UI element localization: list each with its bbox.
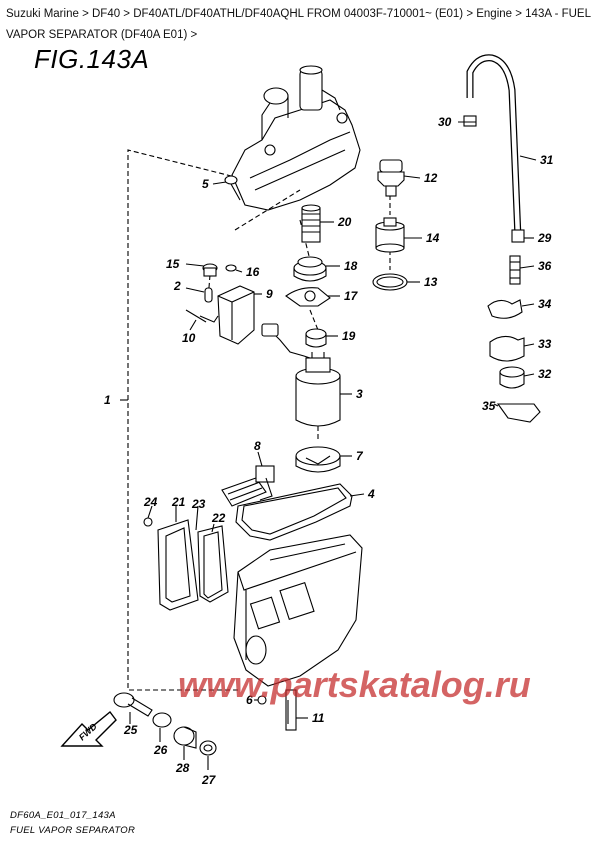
callout-13: 13 (424, 275, 438, 289)
washer-26-part (152, 712, 172, 728)
clamp-34-part (487, 299, 523, 319)
filter-20-part (301, 204, 321, 243)
callout-20: 20 (337, 215, 352, 229)
callout-10: 10 (182, 331, 196, 345)
callout-33: 33 (538, 337, 552, 351)
part-17 (285, 287, 331, 307)
separator-lower-body (233, 534, 363, 687)
watermark: www.partskatalog.ru (178, 664, 531, 705)
part-7 (295, 446, 341, 473)
footer-title: FUEL VAPOR SEPARATOR (10, 825, 136, 836)
callout-8: 8 (254, 439, 261, 453)
breadcrumb-item[interactable]: DF40ATL/DF40ATHL/DF40AQHL FROM 04003F-71… (133, 8, 464, 20)
leader-bracket-1 (127, 149, 256, 691)
gasket-22-part (197, 525, 229, 603)
callout-29: 29 (537, 231, 552, 245)
breadcrumb-item: 143A - FUEL VAPOR SEPARATOR (DF40A E01) (6, 8, 591, 41)
callout-28: 28 (175, 761, 190, 775)
strainer-8-part (221, 465, 275, 507)
callout-5: 5 (202, 177, 209, 191)
clamp-33-part (489, 335, 525, 362)
callout-35: 35 (482, 399, 496, 413)
callout-30: 30 (438, 115, 452, 129)
breadcrumb-item[interactable]: Engine (476, 8, 513, 20)
callout-6: 6 (246, 693, 253, 707)
callout-18: 18 (344, 259, 358, 273)
callout-31: 31 (540, 153, 554, 167)
callout-21: 21 (171, 495, 186, 509)
breadcrumb-separator: > (187, 29, 198, 41)
callout-16: 16 (246, 265, 260, 279)
small-parts-2-15-16 (185, 263, 237, 323)
callout-1: 1 (104, 393, 111, 407)
callout-24: 24 (143, 495, 158, 509)
callout-32: 32 (538, 367, 552, 381)
figure-title: FIG.143A (34, 44, 150, 74)
part-28 (173, 726, 197, 749)
callout-4: 4 (367, 487, 375, 501)
breadcrumb-separator: > (120, 8, 134, 20)
callout-15: 15 (166, 257, 180, 271)
valve-12-part (377, 159, 405, 197)
part-18 (293, 256, 327, 282)
float-14-part (375, 217, 405, 253)
drain-11-part (285, 689, 297, 731)
callout-25: 25 (123, 723, 138, 737)
part-9 (217, 285, 255, 345)
callout-26: 26 (153, 743, 168, 757)
callout-27: 27 (201, 773, 217, 787)
callout-19: 19 (342, 329, 356, 343)
screw-5-part (224, 175, 241, 201)
part-19 (305, 328, 327, 348)
breadcrumb-separator: > (78, 8, 92, 20)
callout-22: 22 (211, 511, 226, 525)
o-ring-13-part (372, 273, 408, 291)
washer-27-part (199, 740, 217, 756)
breadcrumb-separator: > (512, 8, 526, 20)
callout-9: 9 (266, 287, 273, 301)
gasket-23-part (157, 519, 199, 611)
callout-14: 14 (426, 231, 440, 245)
breadcrumb: Suzuki Marine > DF40 > DF40ATL/DF40ATHL/… (6, 4, 596, 46)
breadcrumb-item[interactable]: Suzuki Marine (6, 8, 79, 20)
fwd-arrow-icon (60, 710, 117, 747)
callout-36: 36 (538, 259, 552, 273)
callout-23: 23 (191, 497, 206, 511)
bolt-25-part (113, 692, 153, 717)
callout-2: 2 (173, 279, 181, 293)
callout-11: 11 (312, 711, 325, 725)
callout-17: 17 (344, 289, 359, 303)
breadcrumb-separator: > (463, 8, 477, 20)
callout-34: 34 (538, 297, 552, 311)
fuel-pump-3-part (295, 352, 341, 427)
separator-cover-part (231, 65, 361, 211)
callout-7: 7 (356, 449, 364, 463)
callout-12: 12 (424, 171, 438, 185)
clip-35-part (496, 403, 541, 423)
breadcrumb-item[interactable]: DF40 (91, 8, 121, 20)
footer-code: DF60A_E01_017_143A (10, 810, 116, 821)
callout-3: 3 (356, 387, 363, 401)
gasket-4-part (235, 483, 353, 541)
